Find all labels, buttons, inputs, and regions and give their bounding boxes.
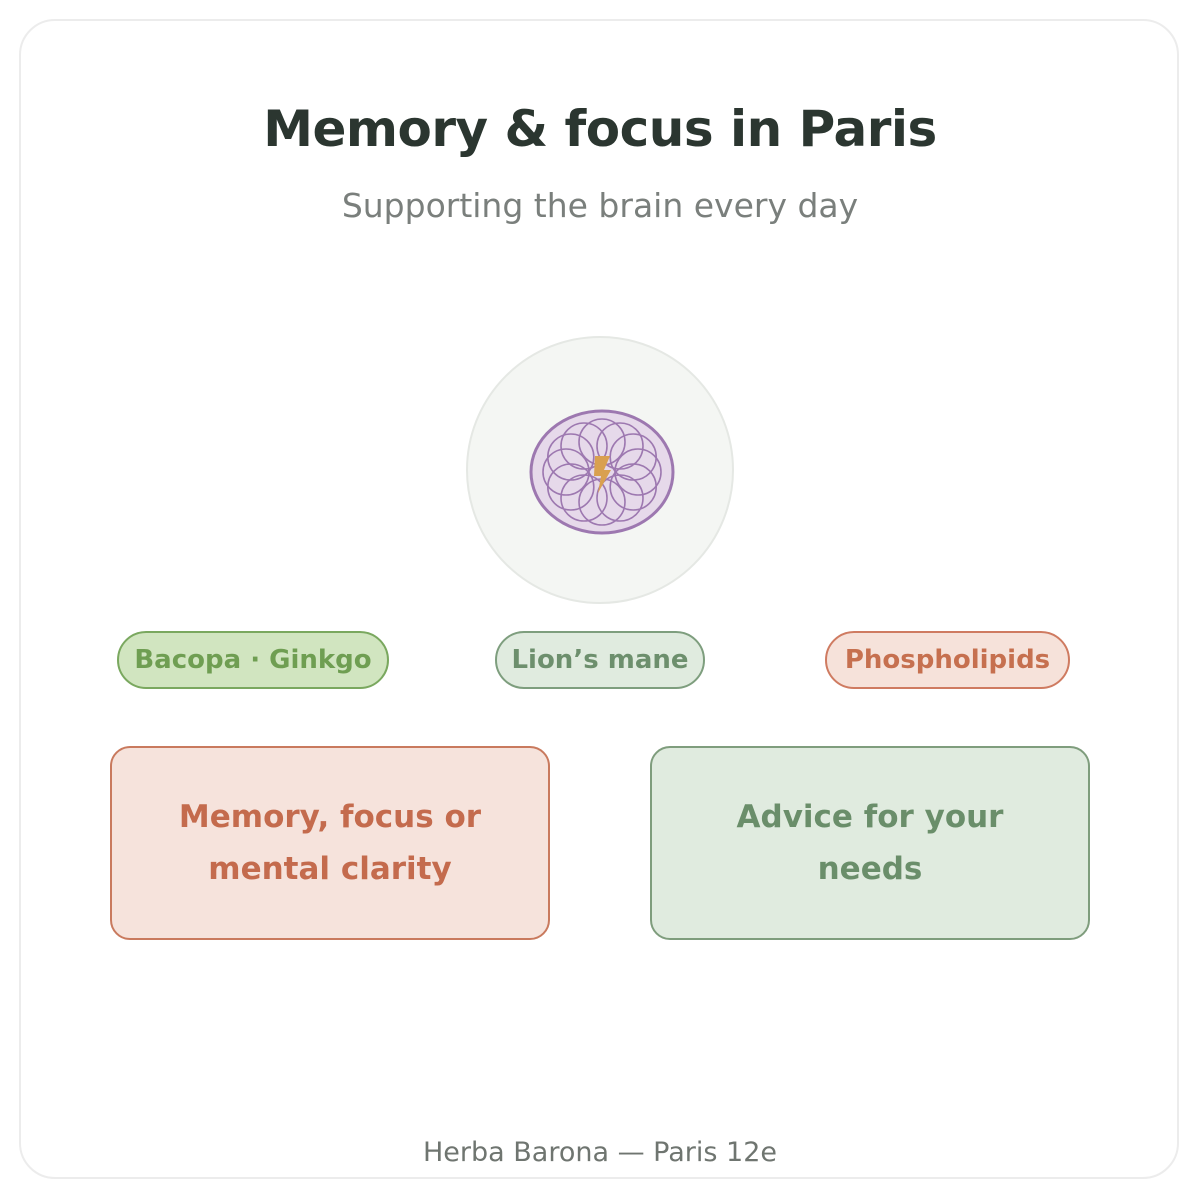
card-advice-text: Advice for your needs [736,799,1004,887]
brain-fold [560,422,608,470]
page-title: Memory & focus in Paris [263,100,937,158]
page-subtitle: Supporting the brain every day [341,186,859,225]
brain-fold [547,433,595,481]
brain-fold [609,433,657,481]
footer-text: Herba Barona — Paris 12e [422,1137,778,1168]
brain-fold [596,422,644,470]
lightning-bolt [594,456,611,493]
tag-bacopa-ginkgo: Bacopa · Ginkgo [117,631,389,689]
card-memory-focus-text: Memory, focus or mental clarity [178,799,482,887]
tag-lions-mane: Lion’s mane [495,631,705,689]
brain-with-lightning-icon [529,409,675,535]
tag-phospholipids: Phospholipids [825,631,1070,689]
brain-emblem [466,336,734,604]
card-memory-focus: Memory, focus or mental clarity [110,746,550,940]
card-advice: Advice for your needs [650,746,1090,940]
